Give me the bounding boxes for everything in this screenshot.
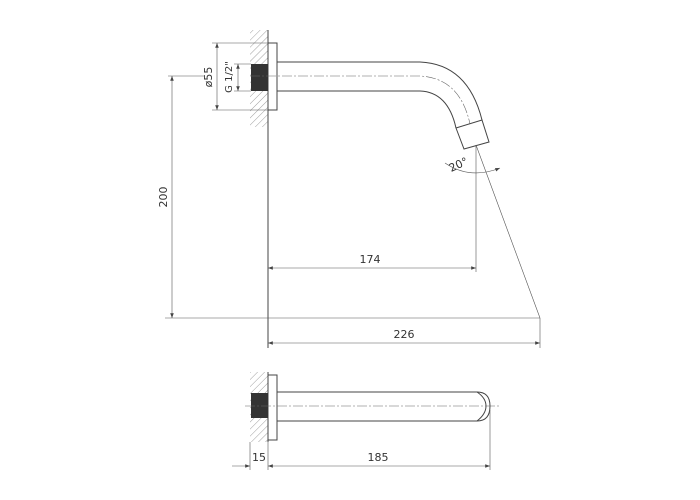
dim-reach-total: 226 bbox=[394, 328, 415, 341]
spout bbox=[277, 391, 491, 422]
thread bbox=[251, 393, 268, 418]
flange bbox=[267, 374, 278, 441]
dim-flange-diameter: ø55 bbox=[202, 67, 215, 88]
dim-thread: G 1/2" bbox=[224, 61, 235, 93]
spout-outer bbox=[277, 61, 483, 121]
dim-height: 200 bbox=[157, 187, 170, 208]
top-view: 15 185 bbox=[232, 372, 500, 470]
side-view: ø55 G 1/2" 200 174 226 20° bbox=[157, 30, 541, 348]
centerline bbox=[250, 75, 471, 125]
nozzle bbox=[455, 119, 490, 150]
dim-flange-depth: 15 bbox=[252, 451, 266, 464]
flange bbox=[267, 42, 278, 111]
thread bbox=[251, 64, 268, 91]
spout-inner bbox=[277, 90, 457, 129]
dim-reach-outlet: 174 bbox=[360, 253, 381, 266]
dim-spout-length: 185 bbox=[368, 451, 389, 464]
